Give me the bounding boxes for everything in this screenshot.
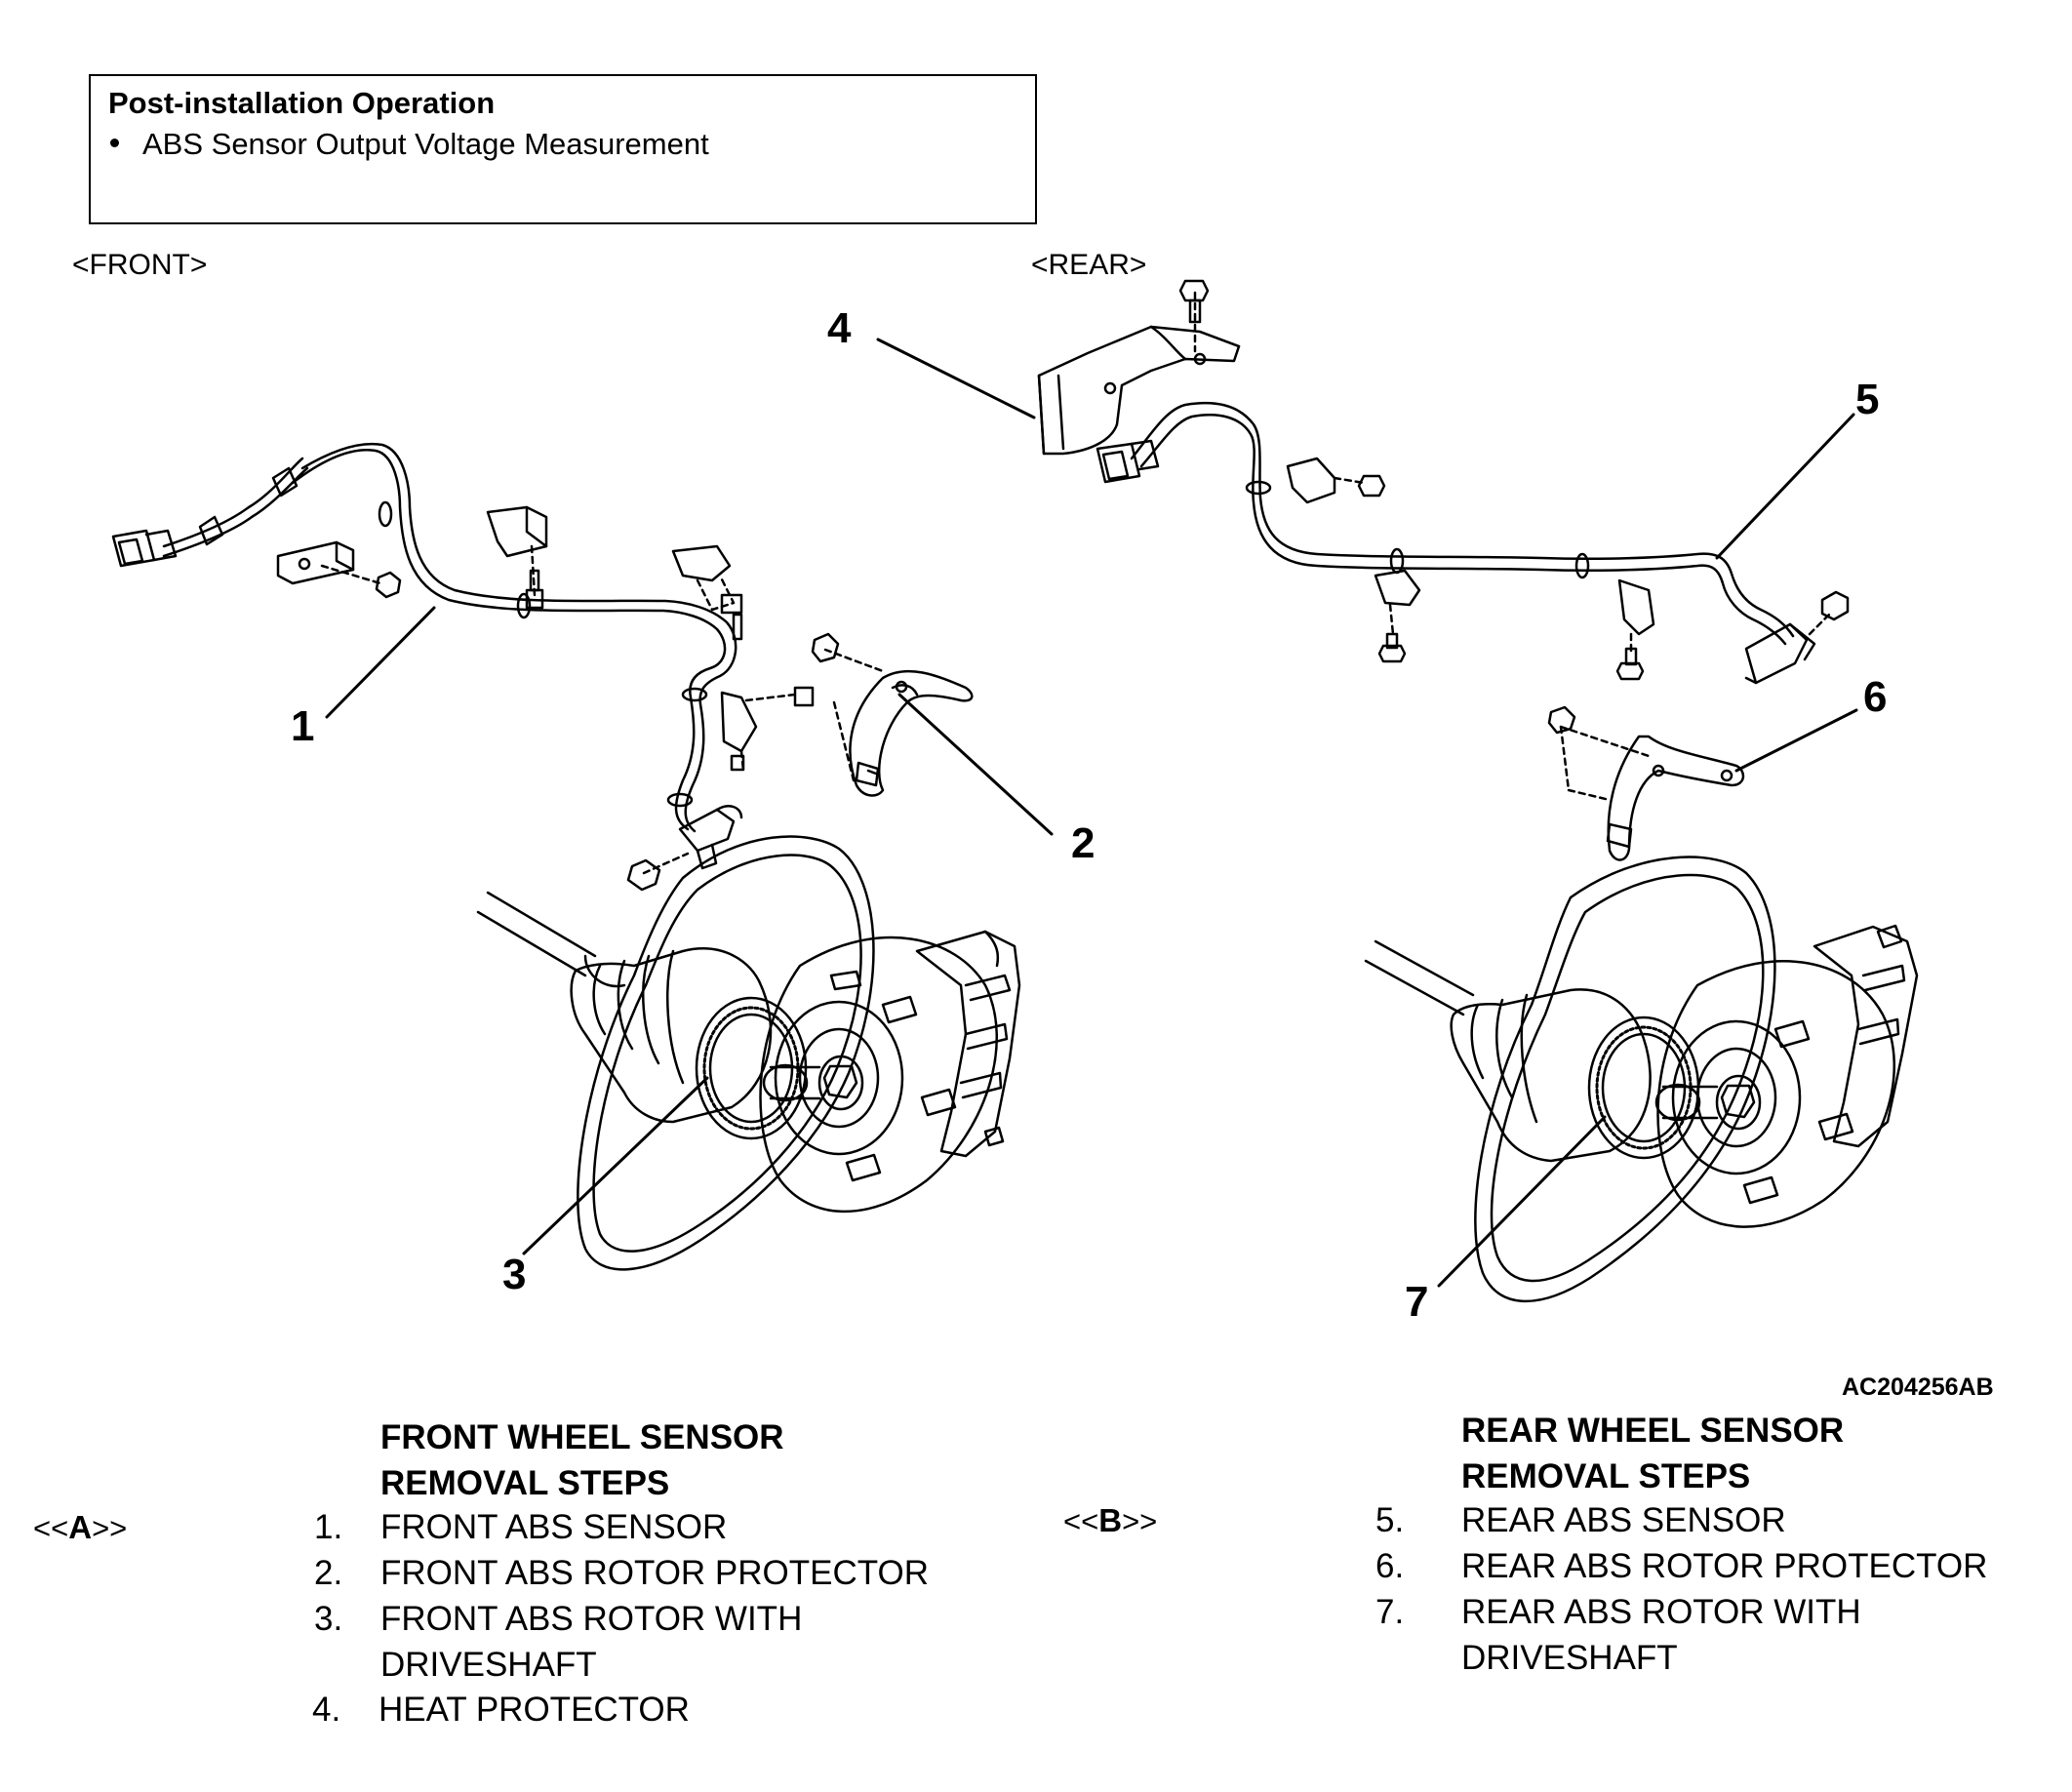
rear-steps-marker: <<B>> <box>1063 1502 1158 1538</box>
front-steps-marker: <<A>> <box>33 1509 128 1545</box>
callout-leaders <box>325 338 1858 1288</box>
front-abs-sensor-harness <box>111 442 743 870</box>
rear-steps-title-line2: REMOVAL STEPS <box>1461 1457 1751 1495</box>
front-brake-assembly <box>476 835 1021 1271</box>
callout-2: 2 <box>1071 819 1096 867</box>
rear-abs-sensor-harness <box>1096 401 1816 685</box>
callout-4: 4 <box>827 304 852 352</box>
rear-step-num: 7. <box>1375 1593 1405 1631</box>
rear-step-text: DRIVESHAFT <box>1461 1639 1678 1677</box>
front-steps-title-line2: REMOVAL STEPS <box>380 1464 670 1502</box>
rear-view-label: <REAR> <box>1031 249 1147 281</box>
rear-rotor-protector <box>1547 705 1745 861</box>
front-view-label: <FRONT> <box>72 249 208 281</box>
rear-step-text: REAR ABS ROTOR PROTECTOR <box>1461 1547 1988 1585</box>
figure-code: AC204256AB <box>1842 1374 1994 1401</box>
front-step-text: FRONT ABS ROTOR WITH <box>380 1600 803 1638</box>
rear-brake-assembly <box>1364 856 1919 1302</box>
callout-5: 5 <box>1855 376 1880 423</box>
front-rotor-protector <box>811 632 974 797</box>
front-step-text: FRONT ABS ROTOR PROTECTOR <box>380 1554 930 1592</box>
rear-step-text: REAR ABS ROTOR WITH <box>1461 1593 1861 1631</box>
front-step-text: HEAT PROTECTOR <box>379 1691 690 1729</box>
bullet-icon <box>110 139 119 148</box>
callout-6: 6 <box>1863 673 1888 721</box>
front-step-text: FRONT ABS SENSOR <box>380 1508 728 1546</box>
rear-heat-protector <box>1037 279 1241 456</box>
callout-1: 1 <box>291 702 315 750</box>
front-step-text: DRIVESHAFT <box>380 1646 597 1684</box>
rear-step-text: REAR ABS SENSOR <box>1461 1501 1786 1539</box>
front-steps-title-line1: FRONT WHEEL SENSOR <box>380 1418 784 1456</box>
front-brackets <box>276 505 815 892</box>
post-installation-note: Post-installation Operation ABS Sensor O… <box>89 74 1037 224</box>
rear-step-num: 6. <box>1375 1547 1405 1585</box>
front-step-num: 1. <box>314 1508 343 1546</box>
rear-step-num: 5. <box>1375 1501 1405 1539</box>
note-item-text: ABS Sensor Output Voltage Measurement <box>142 127 709 161</box>
callout-7: 7 <box>1405 1278 1429 1326</box>
note-item: ABS Sensor Output Voltage Measurement <box>110 127 709 162</box>
front-step-num: 3. <box>314 1600 343 1638</box>
front-step-num: 2. <box>314 1554 343 1592</box>
rear-brackets <box>1286 457 1850 681</box>
note-title: Post-installation Operation <box>108 86 496 120</box>
rear-steps-title-line1: REAR WHEEL SENSOR <box>1461 1412 1845 1450</box>
front-step-num: 4. <box>312 1691 341 1729</box>
callout-3: 3 <box>502 1251 527 1298</box>
